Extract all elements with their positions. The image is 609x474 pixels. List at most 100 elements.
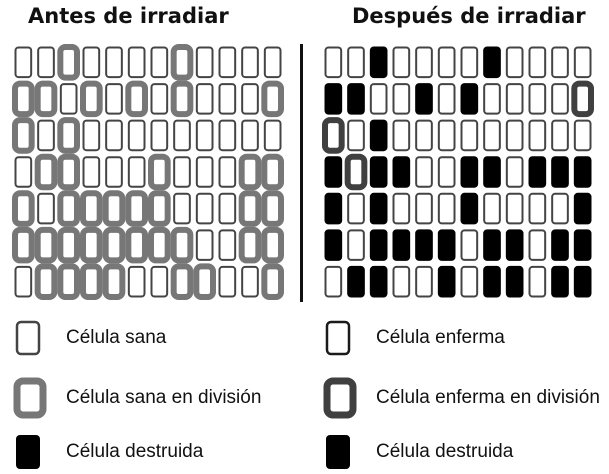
before-healthy-cell — [150, 119, 169, 152]
after-healthy-cell — [324, 265, 343, 298]
before-healthy-cell — [82, 119, 101, 152]
sick-dividing-cell-icon — [323, 377, 357, 419]
before-healthy-dividing-cell — [57, 44, 81, 81]
after-destroyed-cell — [460, 156, 479, 188]
after-destroyed-cell — [437, 229, 456, 261]
panel-divider — [300, 44, 303, 302]
legend-destroyed-right: Célula destruida — [322, 430, 513, 474]
after-destroyed-cell — [347, 83, 365, 115]
after-destroyed-cell — [551, 156, 569, 188]
after-destroyed-cell — [369, 156, 388, 188]
after-healthy-cell — [505, 119, 524, 152]
before-healthy-cell — [218, 83, 237, 115]
after-destroyed-cell — [437, 265, 456, 298]
before-healthy-dividing-cell — [80, 190, 103, 227]
before-healthy-cell — [127, 119, 146, 152]
before-healthy-cell — [105, 119, 123, 152]
before-healthy-dividing-cell — [170, 80, 194, 118]
before-healthy-dividing-cell — [34, 80, 58, 118]
before-healthy-cell — [218, 192, 237, 225]
after-healthy-cell — [551, 46, 569, 79]
before-healthy-dividing-cell — [80, 80, 103, 118]
before-healthy-cell — [218, 229, 237, 261]
after-destroyed-cell — [551, 229, 569, 261]
after-healthy-cell — [437, 46, 456, 79]
before-healthy-dividing-cell — [170, 263, 194, 300]
after-healthy-cell — [460, 46, 479, 79]
after-destroyed-cell — [369, 119, 388, 152]
after-destroyed-cell — [369, 265, 388, 298]
before-healthy-cell — [173, 156, 191, 188]
before-healthy-cell — [37, 119, 55, 152]
after-healthy-cell — [483, 119, 501, 152]
after-destroyed-cell — [369, 192, 388, 225]
after-healthy-cell — [415, 156, 433, 188]
after-destroyed-cell — [551, 265, 569, 298]
after-healthy-cell — [460, 265, 479, 298]
after-destroyed-cell — [369, 46, 388, 79]
before-healthy-cell — [195, 83, 214, 115]
after-healthy-cell — [505, 192, 524, 225]
after-destroyed-cell — [573, 229, 592, 261]
after-healthy-cell — [437, 192, 456, 225]
after-healthy-cell — [528, 265, 547, 298]
healthy-dividing-cell-icon — [13, 377, 47, 419]
before-healthy-cell — [241, 119, 259, 152]
before-healthy-cell — [195, 156, 214, 188]
before-healthy-dividing-cell — [261, 190, 284, 227]
after-healthy-cell — [437, 156, 456, 188]
before-healthy-cell — [173, 119, 191, 152]
legend-sick-dividing: Célula enferma en división — [322, 376, 600, 420]
after-healthy-cell — [483, 83, 501, 115]
before-healthy-dividing-cell — [148, 226, 171, 264]
before-healthy-cell — [105, 46, 123, 79]
before-healthy-dividing-cell — [238, 226, 262, 264]
after-healthy-cell — [415, 265, 433, 298]
before-healthy-cell — [14, 156, 33, 188]
legend-healthy: Célula sana — [12, 316, 166, 360]
before-healthy-dividing-cell — [12, 80, 35, 118]
before-healthy-dividing-cell — [34, 226, 58, 264]
sick-cell-icon — [325, 320, 351, 356]
after-healthy-cell — [392, 265, 411, 298]
after-destroyed-cell — [460, 83, 479, 115]
after-destroyed-cell — [347, 265, 365, 298]
before-healthy-cell — [82, 156, 101, 188]
after-destroyed-cell — [483, 156, 501, 188]
before-healthy-cell — [241, 83, 259, 115]
before-healthy-cell — [14, 265, 33, 298]
before-healthy-dividing-cell — [238, 153, 262, 191]
after-healthy-cell — [551, 192, 569, 225]
legend-label-sick: Célula enferma — [376, 327, 505, 348]
after-healthy-cell — [505, 83, 524, 115]
legend-healthy-dividing: Célula sana en división — [12, 376, 261, 420]
after-destroyed-cell — [573, 265, 592, 298]
before-healthy-dividing-cell — [193, 263, 217, 300]
legend-sick: Célula enferma — [322, 316, 505, 360]
after-healthy-cell — [505, 156, 524, 188]
after-healthy-cell — [392, 192, 411, 225]
before-healthy-cell — [263, 46, 282, 79]
legend-label-healthy-dividing: Célula sana en división — [66, 387, 262, 408]
before-healthy-dividing-cell — [125, 190, 149, 227]
legend-label-destroyed-left: Célula destruida — [66, 441, 204, 462]
before-healthy-cell — [82, 46, 101, 79]
destroyed-cell-icon — [326, 435, 350, 469]
after-healthy-cell — [392, 119, 411, 152]
after-cell-grid — [322, 44, 594, 300]
before-healthy-cell — [127, 156, 146, 188]
after-destroyed-cell — [528, 156, 547, 188]
before-healthy-cell — [150, 46, 169, 79]
before-healthy-cell — [195, 192, 214, 225]
before-healthy-cell — [37, 192, 55, 225]
before-healthy-dividing-cell — [261, 80, 284, 118]
after-destroyed-cell — [460, 192, 479, 225]
destroyed-cell-icon — [16, 435, 40, 469]
after-healthy-cell — [528, 192, 547, 225]
after-healthy-cell — [324, 46, 343, 79]
before-title: Antes de irradiar — [28, 4, 229, 28]
before-healthy-dividing-cell — [261, 263, 284, 300]
before-healthy-cell — [59, 83, 78, 115]
before-healthy-dividing-cell — [170, 44, 194, 81]
after-healthy-cell — [437, 119, 456, 152]
